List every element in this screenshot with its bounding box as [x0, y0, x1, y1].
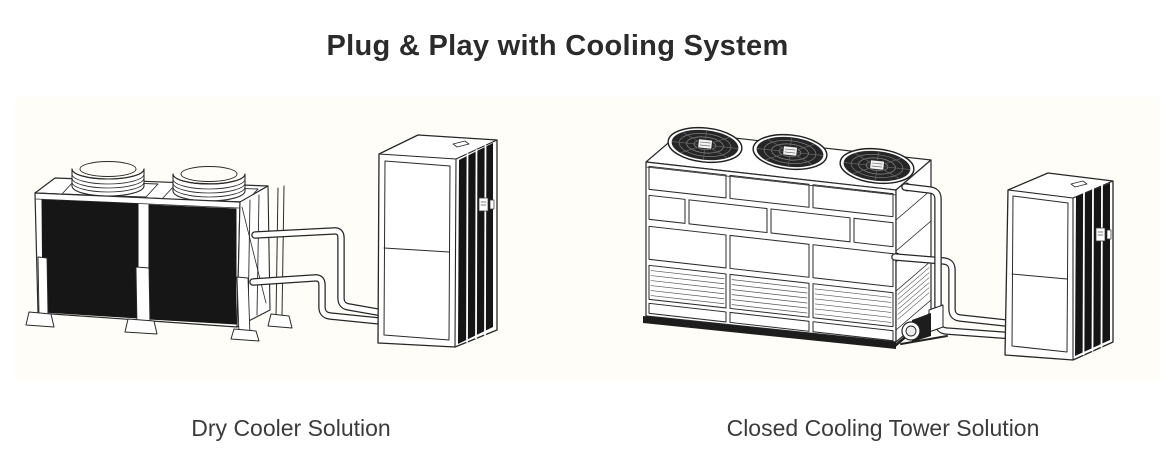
server-rack [1004, 172, 1114, 361]
cooling-tower-unit [643, 123, 933, 349]
fan-shroud-icon [71, 161, 145, 197]
dry-cooler-illustration [25, 134, 498, 348]
legs [25, 256, 260, 342]
rack-door [1011, 195, 1069, 353]
fan-shroud-icon [172, 166, 246, 202]
page-title: Plug & Play with Cooling System [326, 30, 789, 62]
louver-vents [648, 264, 894, 328]
caption-cooling-tower: Closed Cooling Tower Solution [726, 415, 1040, 441]
rack-control-panel [478, 197, 489, 212]
base-skid [643, 316, 896, 349]
circulation-pump [900, 304, 948, 345]
rack-door [383, 160, 451, 341]
coil-panel [148, 204, 237, 325]
dry-cooler-unit [25, 161, 293, 342]
side-panel-lines [895, 189, 932, 331]
server-rack [377, 134, 498, 348]
coolant-pipes [891, 182, 1019, 340]
coolant-pipes [249, 227, 393, 326]
figure-dry-cooler [15, 100, 515, 370]
panel-grid [648, 165, 894, 342]
figure-cooling-tower [635, 100, 1165, 370]
coil-panel [41, 199, 139, 319]
rack-top-vent [1070, 180, 1088, 188]
rack-top-vent [452, 140, 470, 148]
cooling-tower-illustration [643, 123, 1114, 361]
caption-dry-cooler: Dry Cooler Solution [191, 415, 391, 441]
rack-control-panel [1095, 227, 1106, 242]
